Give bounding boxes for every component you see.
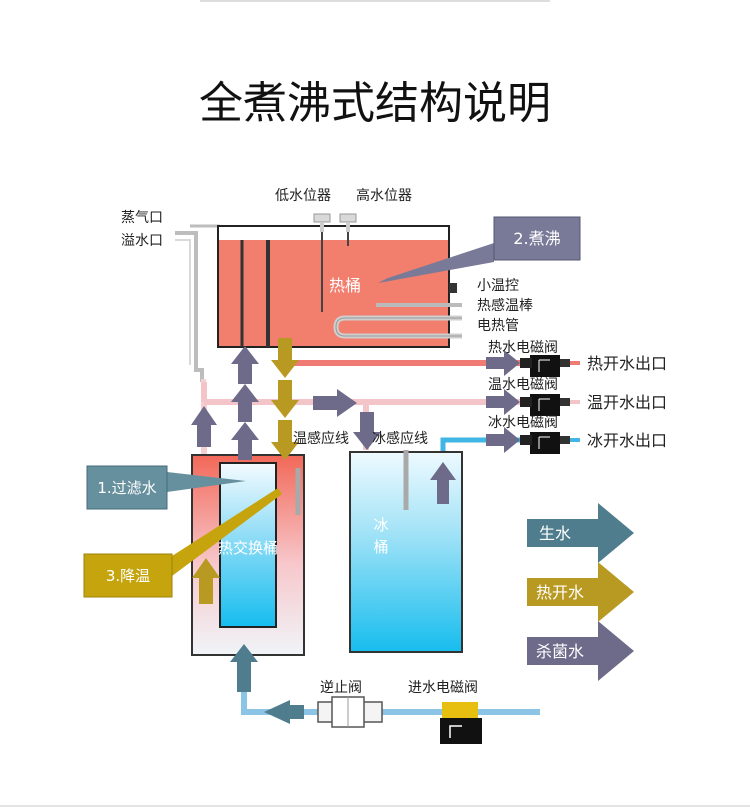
boil-callout-text: 2.煮沸 — [513, 229, 560, 248]
hot-water-valve — [520, 355, 570, 377]
warm-valve-label: 温水电磁阀 — [488, 377, 558, 393]
heat-exchanger-tank — [191, 454, 305, 656]
temp-rod-label: 热感温棒 — [477, 297, 533, 314]
ice-tank-label-1: 冰 — [373, 516, 388, 534]
overflow-pipe — [175, 231, 204, 382]
heat-exchanger-label: 热交换桶 — [218, 539, 278, 557]
heating-tube-label: 电热管 — [477, 318, 519, 334]
ice-outlet-label: 冰开水出口 — [587, 431, 667, 450]
filter-callout-text: 1.过滤水 — [97, 479, 156, 497]
high-level-sensor-label: 高水位器 — [356, 187, 412, 204]
legend-boiled-water: 热开水 — [527, 562, 634, 622]
sterilized-water-arrows — [191, 346, 520, 504]
hot-tank — [217, 213, 462, 348]
ice-tank-label-2: 桶 — [373, 538, 388, 556]
legend-boiled-water-label: 热开水 — [536, 583, 584, 602]
legend: 生水 热开水 杀菌水 — [527, 503, 634, 681]
ice-wire-label: 冰感应线 — [372, 430, 428, 447]
cool-pointer — [172, 488, 282, 576]
steam-pipe — [175, 239, 191, 365]
small-thermostat-label: 小温控 — [477, 278, 519, 294]
warm-outlet-label: 温开水出口 — [587, 393, 667, 412]
check-valve — [317, 696, 383, 728]
boil-pointer — [378, 243, 494, 283]
cool-callout-text: 3.降温 — [106, 567, 150, 585]
hot-valve-label: 热水电磁阀 — [488, 340, 558, 356]
ice-valve-label: 冰水电磁阀 — [488, 415, 558, 431]
small-thermostat — [449, 283, 457, 293]
steam-port-label: 蒸气口 — [121, 210, 163, 226]
filter-pointer — [167, 472, 246, 492]
raw-water-arrow — [230, 644, 304, 724]
boil-callout — [493, 216, 581, 261]
legend-raw-water: 生水 — [527, 503, 634, 563]
filter-callout — [86, 465, 168, 510]
inlet-valve-label: 进水电磁阀 — [408, 680, 478, 696]
overflow-port-label: 溢水口 — [121, 233, 163, 249]
page-title: 全煮沸式结构说明 — [199, 78, 551, 129]
legend-sterilized-water: 杀菌水 — [527, 621, 634, 681]
legend-raw-water-label: 生水 — [539, 524, 571, 543]
check-valve-label: 逆止阀 — [320, 680, 362, 696]
legend-sterilized-water-label: 杀菌水 — [536, 642, 584, 661]
hot-outlet-label: 热开水出口 — [587, 354, 667, 373]
hot-tank-label: 热桶 — [329, 276, 361, 295]
boiled-water-arrows — [192, 338, 299, 604]
cool-callout — [83, 553, 173, 598]
low-level-sensor-label: 低水位器 — [275, 188, 331, 204]
inlet-solenoid-valve — [440, 702, 482, 744]
temp-wire-label: 温感应线 — [293, 430, 349, 447]
warm-water-valve — [520, 394, 570, 416]
ice-water-valve — [520, 432, 570, 454]
